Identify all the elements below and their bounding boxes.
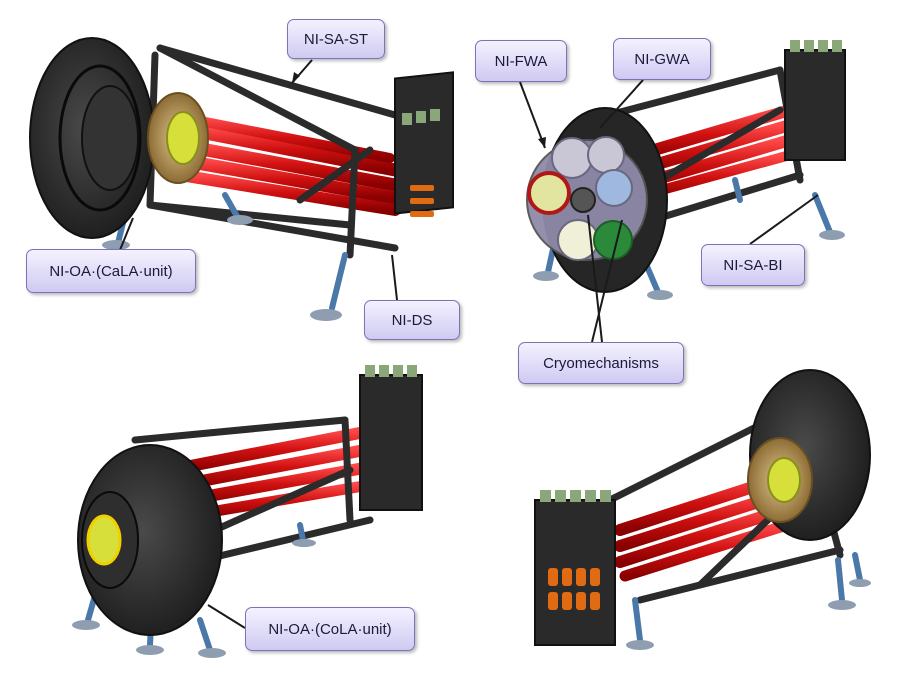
label-cryomechanisms: Cryomechanisms [518, 342, 684, 384]
leg-feet [72, 539, 316, 658]
arrow-heads [292, 72, 546, 148]
cola-disc [77, 444, 223, 636]
label-ni-oa-cala-unit: NI-OA·(CaLA·unit) [26, 249, 196, 293]
view-1-assembly [29, 37, 454, 321]
label-ni-sa-st: NI-SA-ST [287, 19, 385, 59]
legs [632, 552, 863, 643]
label-ni-sa-bi: NI-SA-BI [701, 244, 805, 286]
leg-feet [533, 230, 845, 300]
view-3-assembly [72, 365, 423, 658]
detector-box [359, 365, 423, 511]
label-ni-ds: NI-DS [364, 300, 460, 340]
label-ni-fwa: NI-FWA [475, 40, 567, 82]
flange-ring [147, 92, 209, 184]
view-2-assembly [526, 40, 846, 300]
red-struts [614, 469, 796, 582]
red-struts [173, 113, 402, 216]
leg-feet [102, 215, 342, 321]
cala-disc [29, 37, 155, 239]
detector-box [394, 71, 454, 217]
flange-ring [747, 437, 813, 523]
truss-frame [146, 44, 399, 259]
leg-feet [626, 579, 871, 650]
label-ni-oa-cola-unit: NI-OA·(CoLA·unit) [245, 607, 415, 651]
view-4-assembly [534, 369, 871, 650]
filter-wheel [526, 136, 648, 261]
detector-box [784, 40, 846, 161]
label-ni-gwa: NI-GWA [613, 38, 711, 80]
detector-box [534, 490, 616, 646]
